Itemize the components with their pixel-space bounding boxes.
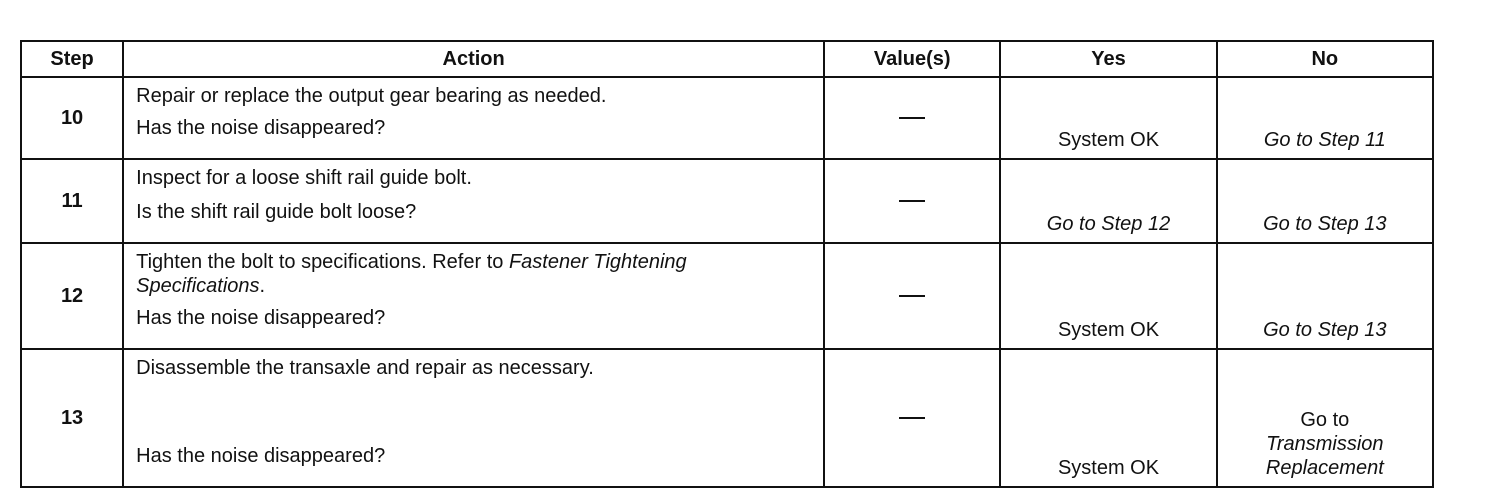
no-cell: Go to Step 13 (1215, 158, 1435, 244)
header-no: No (1215, 40, 1435, 78)
value-dash (899, 417, 926, 420)
value-dash (899, 295, 926, 298)
action-cell: Repair or replace the output gear bearin… (122, 76, 826, 160)
no-cell: Go to Step 13 (1215, 242, 1435, 350)
step-number: 12 (19, 242, 125, 350)
value-cell (823, 76, 1002, 160)
diagnostic-table: Step Action Value(s) Yes No 10 Repair or… (19, 40, 1435, 488)
step-number: 11 (19, 158, 125, 244)
header-values: Value(s) (823, 40, 1002, 78)
action-cell: Tighten the bolt to specifications. Refe… (122, 242, 826, 350)
yes-cell: System OK (999, 242, 1218, 350)
step-number: 10 (19, 76, 125, 160)
yes-cell: System OK (999, 76, 1218, 160)
step-number: 13 (19, 348, 125, 488)
table-row: 13 Disassemble the transaxle and repair … (19, 348, 1435, 488)
action-text-end: . (259, 275, 266, 297)
action-text-main: Tighten the bolt to specifications. Refe… (136, 251, 504, 273)
transmission-replacement-reference: Transmission Replacement (1265, 433, 1384, 479)
header-action: Action (122, 40, 826, 78)
question-text: Has the noise disappeared? (136, 117, 386, 139)
fastener-spec-reference: Fastener Tightening Specifications (136, 251, 687, 297)
no-cell: Go to Transmission Replacement (1215, 348, 1435, 488)
no-prefix: Go to (1300, 409, 1350, 431)
action-text: Disassemble the transaxle and repair as … (136, 357, 594, 379)
value-dash (899, 117, 926, 120)
value-cell (823, 242, 1002, 350)
question-text: Is the shift rail guide bolt loose? (136, 201, 417, 223)
no-cell: Go to Step 11 (1215, 76, 1435, 160)
table-row: 12 Tighten the bolt to specifications. R… (19, 242, 1435, 350)
header-yes: Yes (999, 40, 1218, 78)
header-step: Step (19, 40, 125, 78)
value-cell (823, 348, 1002, 488)
action-text: Inspect for a loose shift rail guide bol… (136, 167, 472, 189)
yes-cell: Go to Step 12 (999, 158, 1218, 244)
action-text: Repair or replace the output gear bearin… (136, 85, 607, 107)
value-cell (823, 158, 1002, 244)
action-cell: Inspect for a loose shift rail guide bol… (122, 158, 826, 244)
action-cell: Disassemble the transaxle and repair as … (122, 348, 826, 488)
table-row: 11 Inspect for a loose shift rail guide … (19, 158, 1435, 244)
table-row: 10 Repair or replace the output gear bea… (19, 76, 1435, 160)
action-text: Tighten the bolt to specifications. Refe… (136, 250, 811, 298)
header-row: Step Action Value(s) Yes No (19, 40, 1435, 78)
question-text: Has the noise disappeared? (136, 445, 386, 467)
value-dash (899, 200, 926, 203)
question-text: Has the noise disappeared? (136, 307, 386, 329)
yes-cell: System OK (999, 348, 1218, 488)
